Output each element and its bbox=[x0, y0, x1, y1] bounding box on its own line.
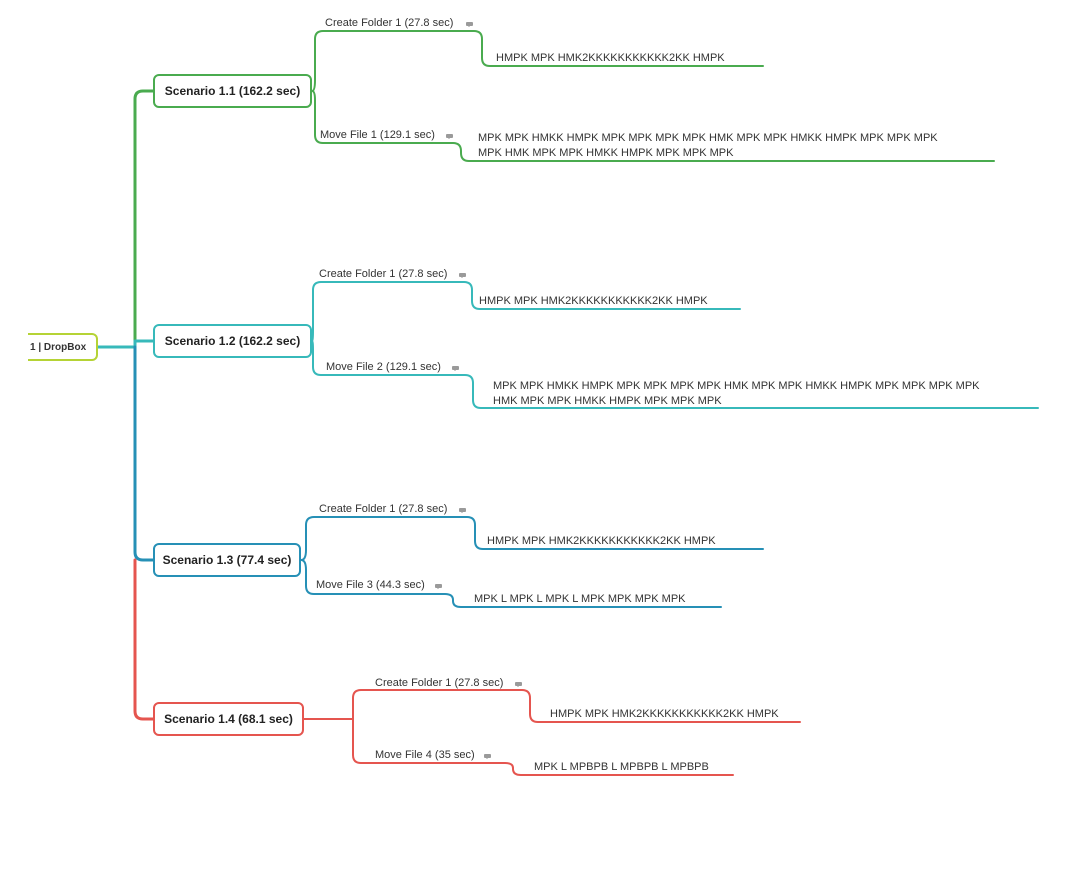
task-label-create-folder[interactable]: Create Folder 1 (27.8 sec) bbox=[325, 17, 454, 29]
scenario-label: Scenario 1.1 (162.2 sec) bbox=[164, 84, 301, 98]
leaf-keystroke-sequence: MPK L MPBPB L MPBPB L MPBPB bbox=[534, 760, 734, 775]
leaf-line: HMK MPK MPK HMKK HMPK MPK MPK MPK bbox=[493, 395, 722, 407]
trunk-connector-1-2 bbox=[133, 339, 155, 349]
task-label-create-folder[interactable]: Create Folder 1 (27.8 sec) bbox=[319, 268, 448, 280]
scenario-label: Scenario 1.3 (77.4 sec) bbox=[162, 553, 292, 567]
branch-connector bbox=[311, 90, 995, 162]
trunk-connector-1-1 bbox=[133, 89, 155, 349]
leaf-line: MPK HMK MPK MPK HMKK HMPK MPK MPK MPK bbox=[478, 147, 734, 159]
root-node-label: 1 | DropBox bbox=[30, 341, 87, 353]
branch-connector bbox=[311, 281, 741, 342]
task-label-move-file[interactable]: Move File 3 (44.3 sec) bbox=[316, 579, 425, 591]
leaf-keystroke-sequence: HMPK MPK HMK2KKKKKKKKKKK2KK HMPK bbox=[479, 294, 749, 309]
scenario-label: Scenario 1.4 (68.1 sec) bbox=[164, 712, 293, 726]
leaf-line: MPK MPK HMKK HMPK MPK MPK MPK MPK HMK MP… bbox=[493, 380, 980, 392]
note-icon[interactable] bbox=[459, 273, 466, 278]
leaf-keystroke-sequence: MPK MPK HMKK HMPK MPK MPK MPK MPK HMK MP… bbox=[478, 131, 988, 161]
leaf-keystroke-sequence: HMPK MPK HMK2KKKKKKKKKKK2KK HMPK bbox=[487, 534, 762, 549]
leaf-keystroke-sequence: MPK MPK HMKK HMPK MPK MPK MPK MPK HMK MP… bbox=[493, 379, 1038, 409]
note-icon[interactable] bbox=[452, 366, 459, 371]
leaf-line: HMPK MPK HMK2KKKKKKKKKKK2KK HMPK bbox=[479, 295, 708, 307]
branch-connector bbox=[303, 689, 801, 723]
note-icon[interactable] bbox=[459, 508, 466, 513]
scenario-1-1-node[interactable]: Scenario 1.1 (162.2 sec) bbox=[153, 74, 312, 108]
task-label-move-file[interactable]: Move File 4 (35 sec) bbox=[375, 749, 475, 761]
leaf-keystroke-sequence: MPK L MPK L MPK L MPK MPK MPK MPK bbox=[474, 592, 724, 607]
leaf-keystroke-sequence: HMPK MPK HMK2KKKKKKKKKKK2KK HMPK bbox=[496, 51, 766, 66]
leaf-line: HMPK MPK HMK2KKKKKKKKKKK2KK HMPK bbox=[496, 52, 725, 64]
branch-connector bbox=[303, 718, 734, 776]
note-icon[interactable] bbox=[466, 22, 473, 27]
scenario-1-3-node[interactable]: Scenario 1.3 (77.4 sec) bbox=[153, 543, 301, 577]
scenario-label: Scenario 1.2 (162.2 sec) bbox=[164, 334, 301, 348]
note-icon[interactable] bbox=[435, 584, 442, 589]
task-label-create-folder[interactable]: Create Folder 1 (27.8 sec) bbox=[319, 503, 448, 515]
note-icon[interactable] bbox=[484, 754, 491, 759]
note-icon[interactable] bbox=[515, 682, 522, 687]
leaf-line: HMPK MPK HMK2KKKKKKKKKKK2KK HMPK bbox=[550, 708, 779, 720]
branch-connector bbox=[300, 516, 764, 561]
branch-connector bbox=[311, 30, 764, 92]
leaf-line: MPK L MPBPB L MPBPB L MPBPB bbox=[534, 761, 709, 773]
leaf-line: MPK MPK HMKK HMPK MPK MPK MPK MPK HMK MP… bbox=[478, 132, 938, 144]
leaf-line: HMPK MPK HMK2KKKKKKKKKKK2KK HMPK bbox=[487, 535, 716, 547]
task-label-create-folder[interactable]: Create Folder 1 (27.8 sec) bbox=[375, 677, 504, 689]
trunk-connector-1-4 bbox=[133, 558, 155, 721]
scenario-1-4-node[interactable]: Scenario 1.4 (68.1 sec) bbox=[153, 702, 304, 736]
branch-connector bbox=[311, 340, 1039, 409]
leaf-line: MPK L MPK L MPK L MPK MPK MPK MPK bbox=[474, 593, 686, 605]
task-label-move-file[interactable]: Move File 1 (129.1 sec) bbox=[320, 129, 435, 141]
note-icon[interactable] bbox=[446, 134, 453, 139]
root-node-dropbox[interactable]: 1 | DropBox bbox=[28, 333, 98, 361]
branch-connector bbox=[300, 559, 722, 608]
leaf-keystroke-sequence: HMPK MPK HMK2KKKKKKKKKKK2KK HMPK bbox=[550, 707, 800, 722]
task-label-move-file[interactable]: Move File 2 (129.1 sec) bbox=[326, 361, 441, 373]
scenario-1-2-node[interactable]: Scenario 1.2 (162.2 sec) bbox=[153, 324, 312, 358]
trunk-connector-1-3 bbox=[133, 345, 155, 562]
